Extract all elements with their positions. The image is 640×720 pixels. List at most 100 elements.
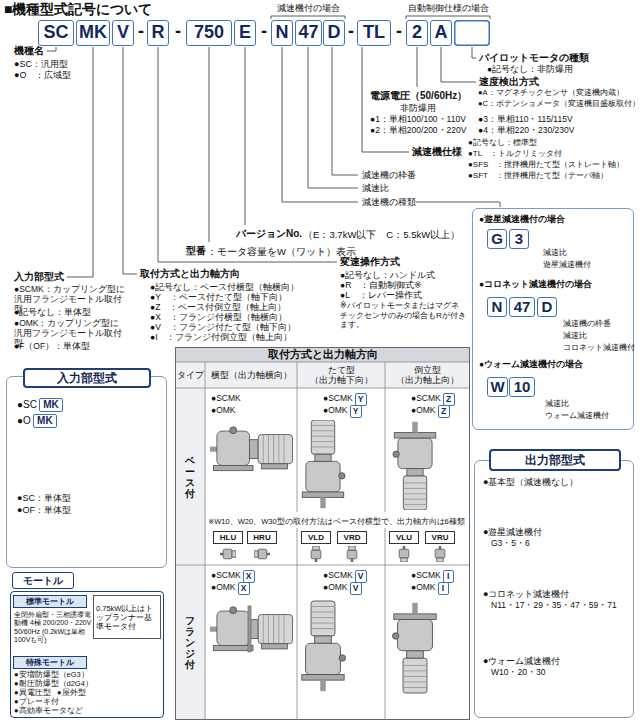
reducer-code-box: W: [487, 377, 508, 397]
reducer-code-box: G: [487, 229, 507, 249]
note-box: 0.75kW以上はトップランナー基準モータ付: [93, 595, 161, 639]
code-box: D: [323, 20, 345, 46]
label-text: ●記号なし：非防爆用: [487, 64, 573, 74]
panel-text: ●SC: [17, 399, 37, 411]
label-text: ●記号なし：単体型: [14, 307, 91, 317]
label-text: ●I ：フランジ付倒立型（軸上向）: [150, 332, 293, 342]
mounting-table: 取付方式と出力軸方向タイプ横型（出力軸横向）たて型 （出力軸下向）倒立型 （出力…: [175, 347, 470, 720]
code-box: 47: [295, 20, 322, 46]
unit-picture: [393, 422, 436, 510]
box-text: SC: [43, 22, 68, 44]
label-text: 機種名: [14, 45, 44, 57]
panel-text: ●異電圧型: [14, 688, 51, 697]
label-text: ●TL ：トルクリミッタ付: [468, 149, 562, 159]
panel-text: ●SCMK: [211, 393, 241, 403]
reducer-code-box: 47: [509, 297, 535, 317]
box-text: MK: [37, 415, 53, 427]
panel-text: N11・17・29・35・47・59・71: [491, 600, 617, 610]
label-text: -: [171, 21, 185, 43]
panel-text: ●SCMK: [411, 393, 441, 403]
unit-picture: [302, 601, 346, 691]
label-text: -: [257, 21, 271, 43]
box-text: 47: [298, 22, 318, 44]
label-text: 自動制御仕様の場合: [406, 3, 490, 14]
panel-text: ●SCMK: [211, 570, 241, 580]
panel-text: ●OMK: [323, 582, 348, 592]
box-text: V: [117, 22, 129, 44]
box-text: 標準モートル: [26, 597, 74, 607]
label-text: ●記号なし：ベース付横型（軸横向）: [150, 282, 299, 292]
panel-text: 取付方式と出力軸方向: [175, 348, 470, 361]
leader-line: [67, 47, 93, 277]
letter-box: V: [350, 582, 362, 595]
label-text: 速度検出方式: [479, 76, 539, 88]
box-text: X: [241, 583, 247, 593]
leader-line: [308, 47, 358, 188]
table-grid: [176, 348, 470, 720]
box-text: X: [246, 571, 252, 581]
direction-box: VRU: [425, 531, 455, 544]
box-text: 0.75kW以上はトップランナー基準モータ付: [96, 604, 158, 631]
box-text: I: [447, 571, 449, 581]
reducer-code-box: D: [537, 297, 557, 317]
box-text: V: [358, 571, 364, 581]
direction-box: VLU: [389, 531, 419, 544]
panel-text: ●SCMK: [323, 570, 353, 580]
unit-picture: [248, 606, 251, 652]
empty-code-box: [455, 21, 490, 46]
box-text: R: [152, 22, 165, 44]
leader-line: [209, 47, 210, 242]
label-text: ：モータ容量をW（ワット）表示: [207, 246, 356, 257]
unit-picture: [220, 549, 236, 559]
panel-text: ●OMK: [211, 405, 236, 415]
label-text: 減速機の枠番: [362, 170, 416, 180]
unit-picture: [210, 427, 293, 471]
panel-text: ※W10、W20、W30型の取付方法はベース付横型で、出力軸方向は6種類: [208, 517, 468, 526]
box-text: G: [491, 230, 503, 248]
label-text: 入力部型式: [14, 271, 64, 283]
panel-text: 減速比: [563, 331, 587, 340]
label-text: ●Y ：ベース付たて型（軸下向）: [150, 292, 287, 302]
letter-box: MK: [39, 398, 63, 412]
label-text: バージョンNo.: [236, 228, 302, 240]
panel-text: ●OF：単体型: [17, 505, 71, 516]
table-grid: [175, 347, 470, 720]
panel-text: ●高効率モータなど: [14, 706, 83, 715]
panel-text: ●遊星減速機付の場合: [479, 214, 565, 224]
panel-header: 入力部型式: [23, 368, 151, 388]
unit-picture: [435, 546, 445, 562]
panel-text: 横型（出力軸横向）: [205, 370, 297, 380]
label-text: ●1：単相100/100・110V: [370, 114, 466, 124]
box-text: N: [492, 298, 503, 316]
page-title: ■機種型式記号について: [4, 1, 152, 18]
label-text: 変速操作方式: [340, 256, 400, 268]
box-text: W: [490, 378, 504, 396]
code-box: 750: [186, 20, 232, 46]
label-text: 非防爆用: [400, 103, 436, 113]
label-text: 減速機の種類: [362, 197, 416, 207]
label-text: -: [392, 21, 406, 43]
output-panel: ●基本型（減速機なし）●遊星減速機付G3・5・6●コロネット減速機付N11・17…: [474, 460, 634, 718]
box-text: MK: [79, 22, 107, 44]
label-text: 減速機仕様: [412, 146, 462, 158]
box-text: 特殊モートル: [26, 658, 74, 668]
panel-text: ●耐圧防爆型（d2G4）: [14, 679, 93, 688]
box-text: 入力部型式: [57, 371, 117, 385]
reducer-code-box: 3: [509, 229, 529, 249]
box-text: VLU: [396, 533, 412, 543]
box-text: VRU: [432, 533, 449, 543]
label-text: ●A：マグネチックセンサ（変速機内蔵）: [478, 88, 624, 97]
unit-picture: [392, 603, 436, 693]
letter-box: Z: [438, 405, 450, 418]
box-text: 10: [514, 378, 531, 396]
panel-text: 減速比: [543, 248, 567, 258]
label-text: ●3：単相110・115/115V: [478, 114, 573, 124]
table-grid: [175, 362, 470, 720]
panel-text: ●O: [17, 415, 31, 427]
panel-text: フランジ付: [185, 615, 195, 670]
label-text: 取付方式と出力軸方向: [140, 268, 240, 280]
panel-text: ●OMK: [211, 582, 236, 592]
panel-text: ●SCMK: [411, 570, 441, 580]
panel-text: タイプ: [175, 370, 205, 380]
panel-text: G3・5・6: [491, 538, 530, 548]
